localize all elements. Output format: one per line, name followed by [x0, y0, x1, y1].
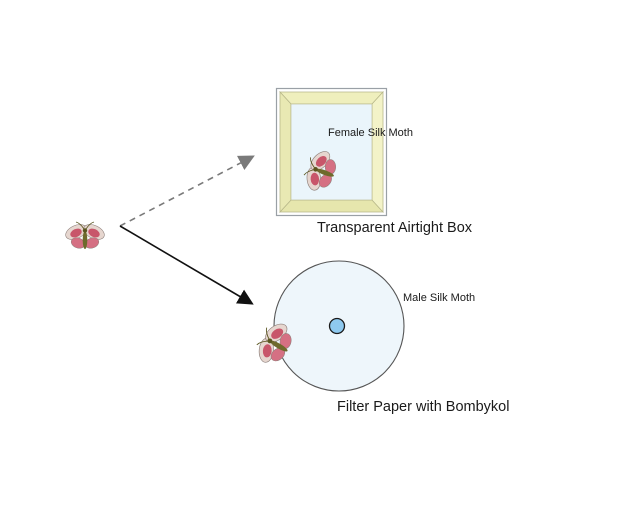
airtight-box-label: Transparent Airtight Box — [317, 220, 473, 236]
arrow-icon — [119, 225, 254, 305]
airtight-box — [275, 87, 388, 217]
filter-paper-label: Filter Paper with Bombykol — [337, 399, 510, 415]
female-moth-label: Female Silk Moth — [328, 127, 413, 139]
arrow-icon — [119, 155, 255, 227]
moth-icon — [62, 220, 108, 251]
male-moth-label: Male Silk Moth — [403, 292, 476, 304]
bombykol-drop — [328, 317, 346, 335]
